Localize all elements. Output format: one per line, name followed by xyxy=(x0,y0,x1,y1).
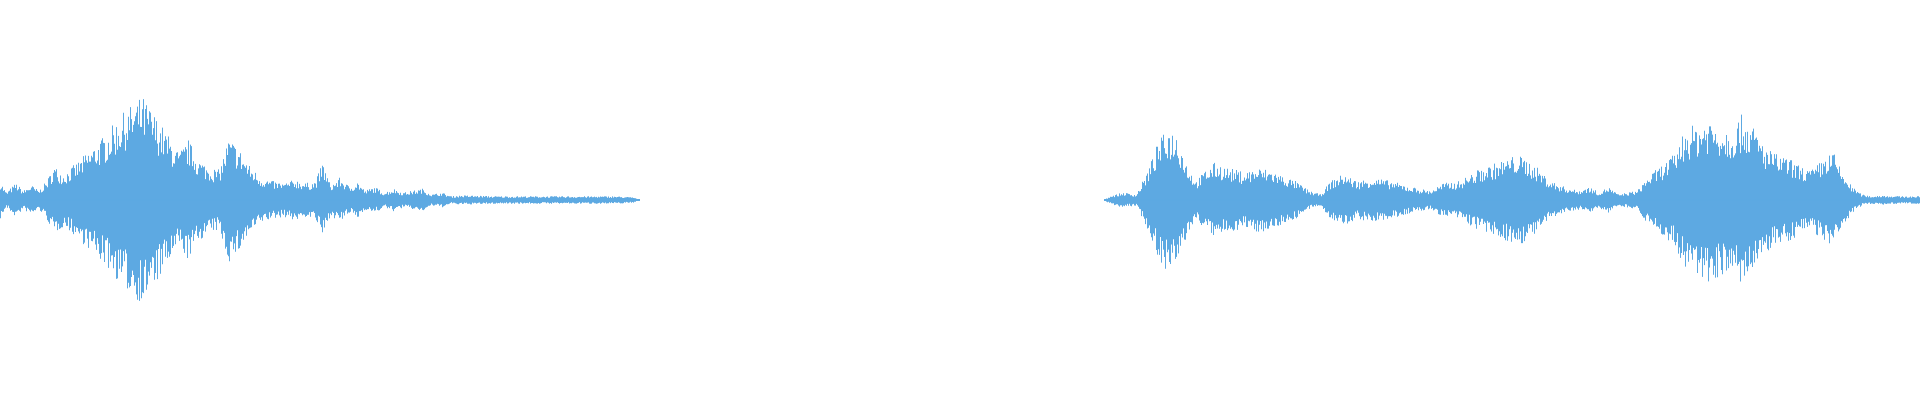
waveform-bars xyxy=(0,99,1920,301)
